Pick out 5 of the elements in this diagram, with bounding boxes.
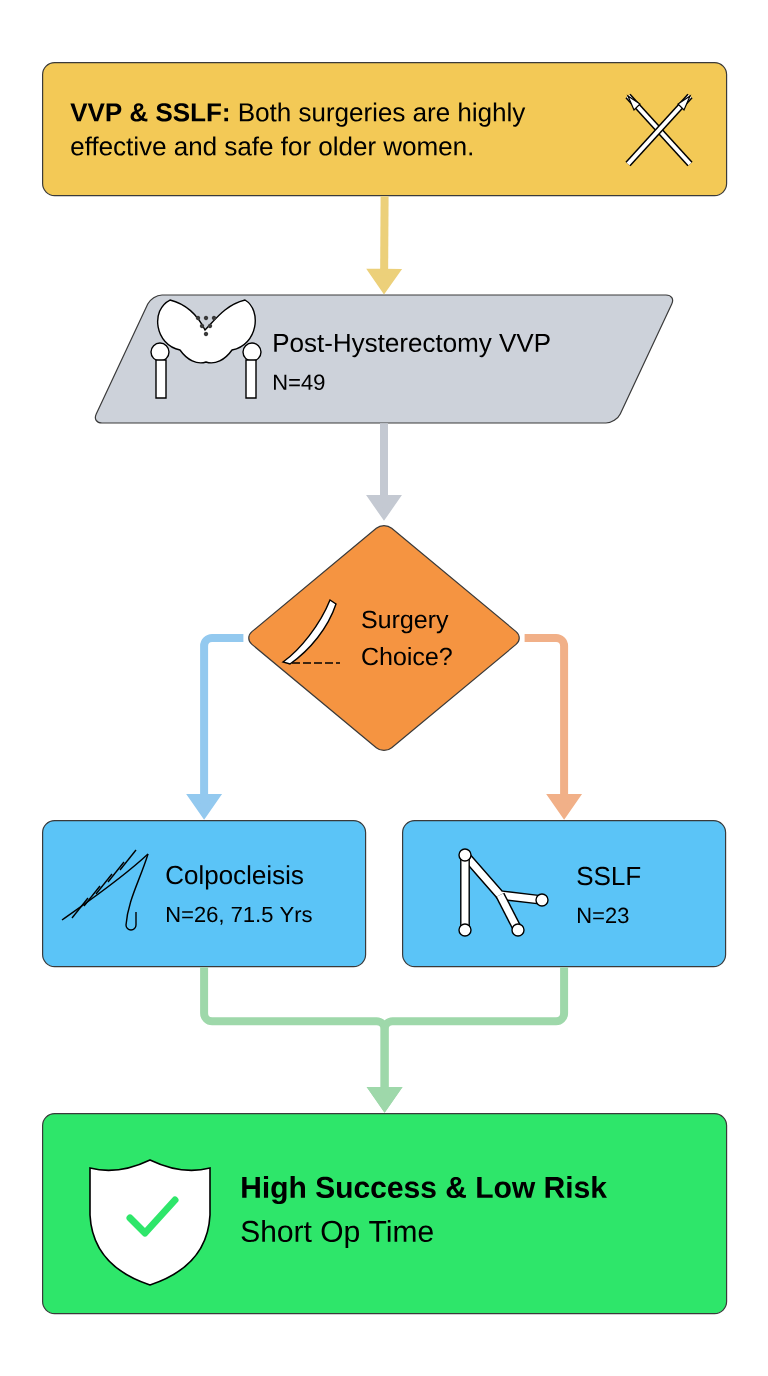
banner-box: VVP & SSLF: Both surgeries are highly effective and safe for older women. [42,62,728,197]
process-box: Colpocleisis N=26, 71.5 Yrs [42,820,367,968]
result-box: High Success & Low Risk Short Op Time [42,1113,728,1315]
process-box: SSLF N=23 [402,820,727,968]
parallelogram-box: Post-Hysterectomy VVP N=49 [94,294,674,424]
